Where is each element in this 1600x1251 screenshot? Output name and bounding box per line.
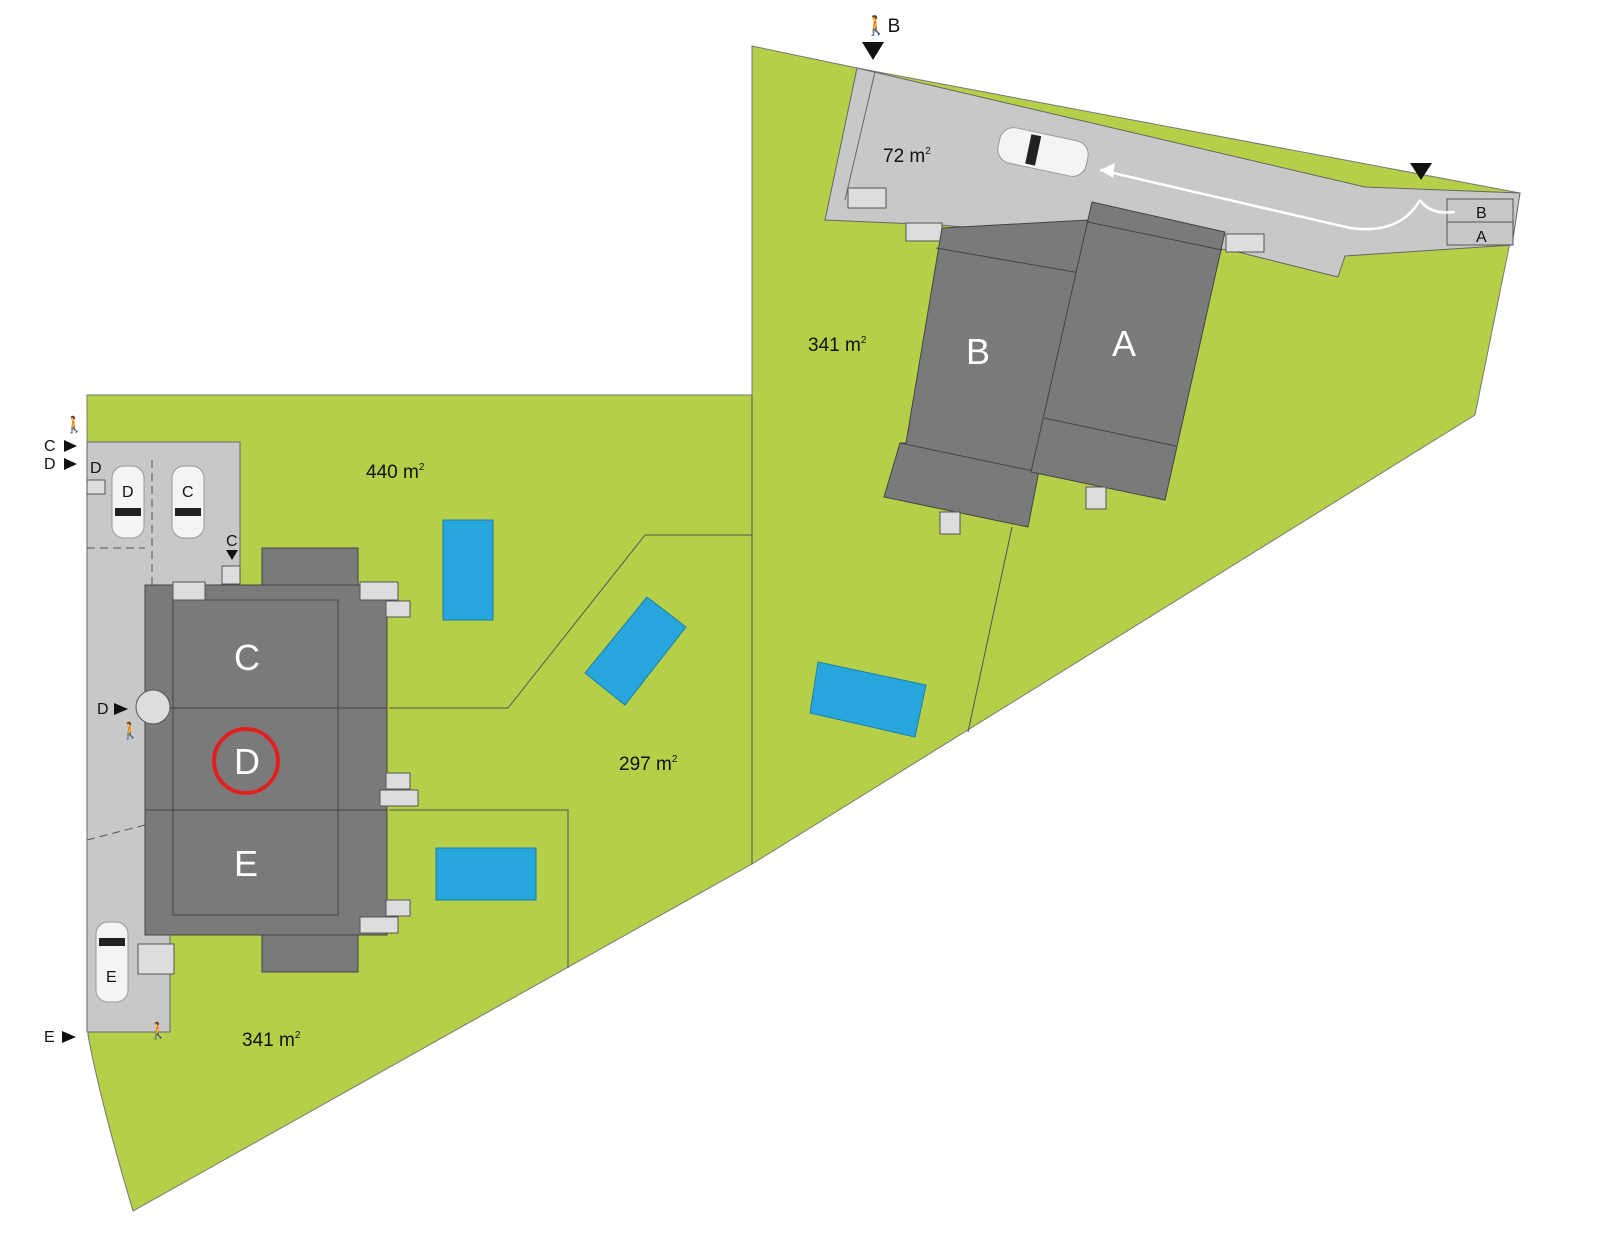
entrance-marker xyxy=(1410,163,1432,180)
arrow-icon xyxy=(64,458,77,470)
entrance-d: D xyxy=(44,456,56,473)
car-icon xyxy=(997,127,1089,177)
arrow-icon xyxy=(114,703,128,715)
mailbox-a: A xyxy=(1476,229,1487,246)
pool xyxy=(435,847,537,901)
area-lot-b: 341 m2 xyxy=(808,335,867,356)
area-lot-c: 440 m2 xyxy=(366,462,425,483)
arrow-icon xyxy=(62,1031,76,1043)
pool xyxy=(584,596,687,706)
area-lot-d: 297 m2 xyxy=(619,754,678,775)
highlight-circle xyxy=(212,727,280,795)
stair-label-d: D xyxy=(90,460,102,477)
pedestrian-icon: 🚶 xyxy=(120,721,140,740)
car-icon xyxy=(111,465,145,539)
entrance-e: E xyxy=(44,1029,55,1046)
stairs-icon xyxy=(1085,486,1107,510)
stair-label-c: C xyxy=(226,533,238,550)
car-icon xyxy=(95,921,129,1003)
pool xyxy=(809,661,927,738)
arrow-icon xyxy=(226,550,238,560)
building-cde xyxy=(144,547,388,973)
car-icon xyxy=(171,465,205,539)
parking-e: E xyxy=(106,969,117,986)
parking-c: C xyxy=(182,484,194,501)
spiral-stairs-icon xyxy=(135,689,171,725)
pedestrian-icon: 🚶 xyxy=(64,415,84,434)
unit-e-label: E xyxy=(234,843,258,884)
parking-d: D xyxy=(122,484,134,501)
building-b-label: B xyxy=(966,331,990,372)
stairs-icon xyxy=(939,511,961,535)
entrance-marker xyxy=(862,42,884,60)
entrance-d-side: D xyxy=(97,701,109,718)
pedestrian-entrance-b: 🚶B xyxy=(864,14,900,37)
area-lot-e: 341 m2 xyxy=(242,1030,301,1051)
entrance-c: C xyxy=(44,438,56,455)
unit-c-label: C xyxy=(234,637,260,678)
stairs-icon xyxy=(86,479,419,975)
area-driveway: 72 m2 xyxy=(883,146,931,167)
pedestrian-icon: 🚶 xyxy=(148,1021,168,1040)
pool xyxy=(442,519,494,621)
driveway-arrow xyxy=(1099,168,1422,231)
building-a xyxy=(1030,201,1226,501)
lot-lines xyxy=(389,395,1013,968)
mailbox-b: B xyxy=(1476,205,1487,222)
arrow-icon xyxy=(64,440,77,452)
building-a-label: A xyxy=(1112,323,1136,364)
stairs-icon xyxy=(847,187,1265,253)
unit-d-label: D xyxy=(234,741,260,782)
